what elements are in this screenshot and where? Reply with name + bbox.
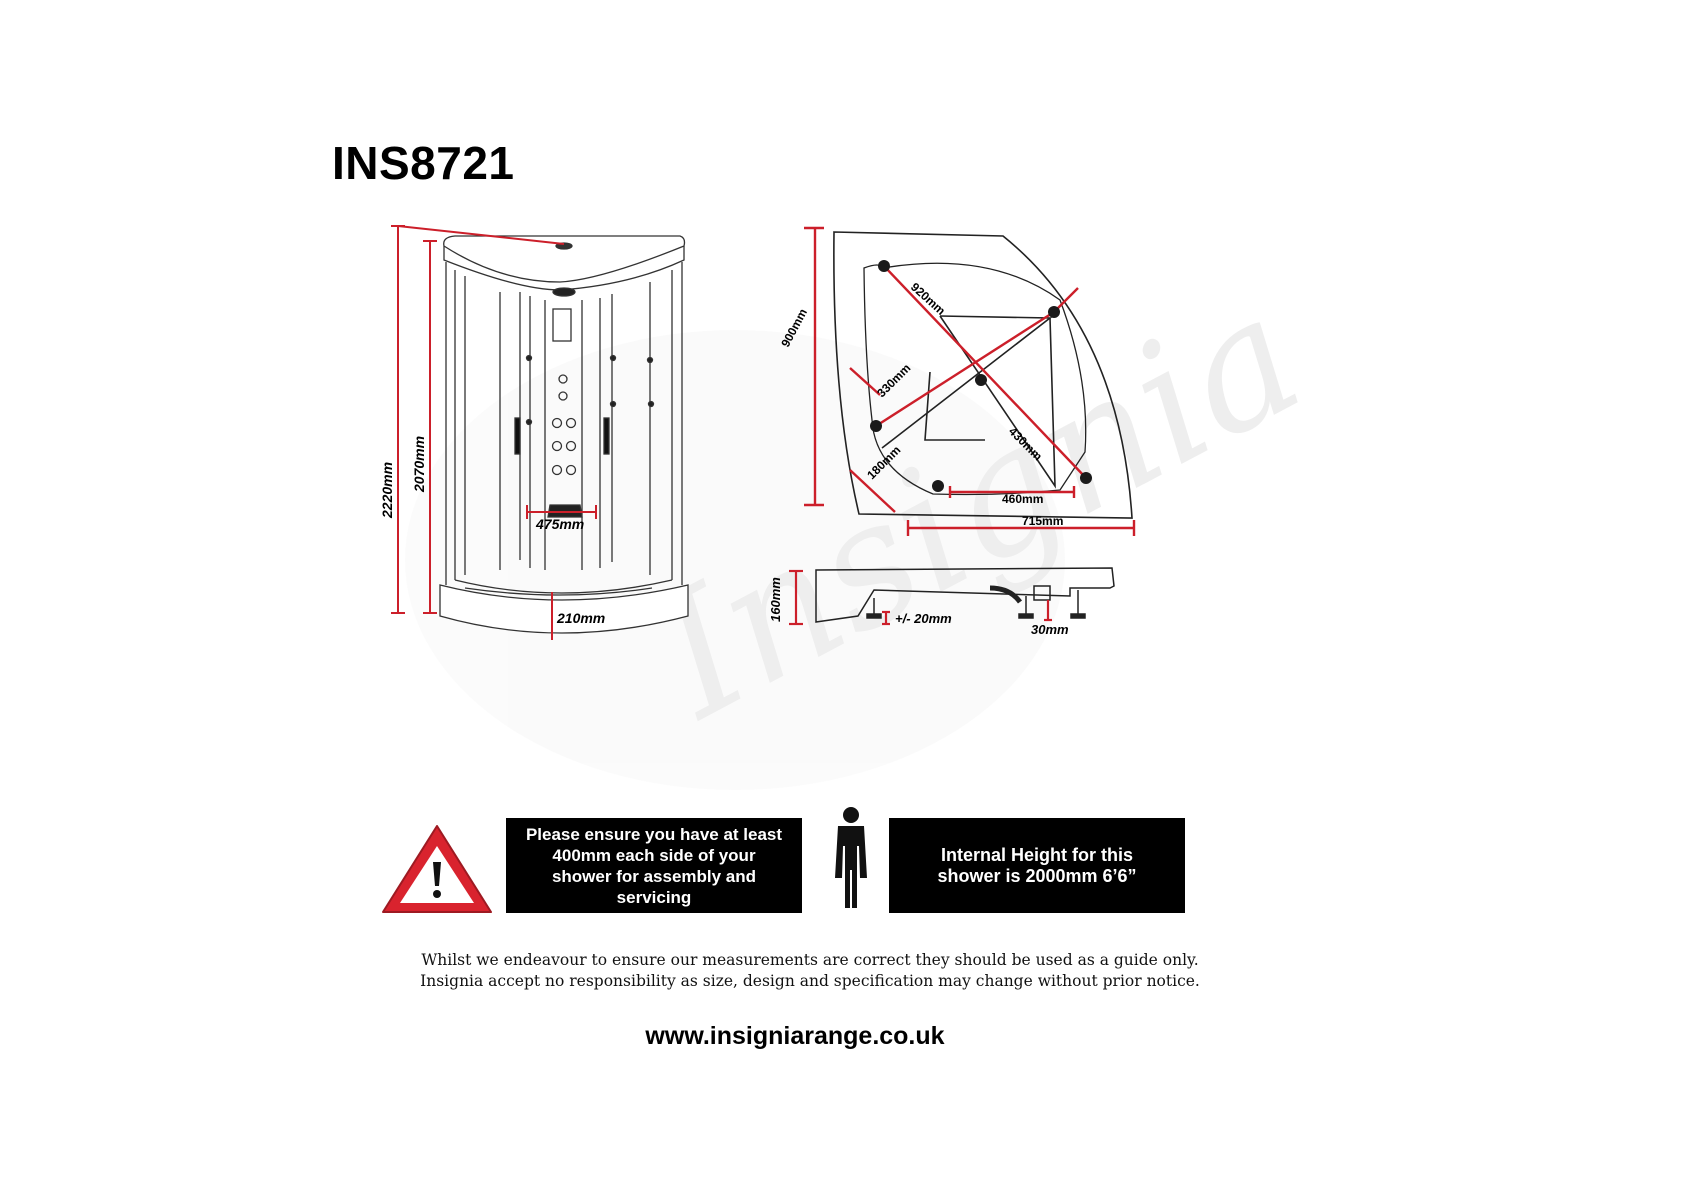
internal-height-note-text: Internal Height for this shower is 2000m… <box>937 844 1137 886</box>
clearance-note: Please ensure you have at least 400mm ea… <box>506 818 802 913</box>
dim-tray-step: 210mm <box>556 610 605 626</box>
dim-waste-height: 30mm <box>1031 622 1069 637</box>
clearance-note-text: Please ensure you have at least 400mm ea… <box>525 824 783 907</box>
tray-side-view <box>815 567 1115 623</box>
dim-panel-width: 475mm <box>535 516 584 532</box>
dim-overall-height: 2220mm <box>379 462 395 519</box>
watermark: Insignia <box>405 256 1331 790</box>
plan-view <box>833 231 1133 519</box>
front-view <box>439 235 689 634</box>
plan-dimension-lines <box>804 226 1136 536</box>
disclaimer-line-2: Insignia accept no responsibility as siz… <box>420 972 1200 990</box>
disclaimer: Whilst we endeavour to ensure our measur… <box>380 950 1240 992</box>
dim-front-width: 460mm <box>1002 492 1043 506</box>
dim-tray-height: 160mm <box>768 577 783 622</box>
website-url: www.insigniarange.co.uk <box>645 1022 945 1050</box>
disclaimer-line-1: Whilst we endeavour to ensure our measur… <box>421 951 1199 969</box>
dim-inner-height: 2070mm <box>411 436 427 493</box>
internal-height-note: Internal Height for this shower is 2000m… <box>889 818 1185 913</box>
warning-triangle-icon <box>382 825 492 913</box>
dim-leg-adjust: +/- 20mm <box>895 611 952 626</box>
person-silhouette-icon <box>835 807 867 908</box>
front-dimension-lines <box>391 225 597 640</box>
dim-base-width: 715mm <box>1022 514 1063 528</box>
model-title: INS8721 <box>332 137 515 189</box>
tray-dimension-lines <box>789 569 1052 626</box>
plan-corner-markers <box>870 260 1092 492</box>
